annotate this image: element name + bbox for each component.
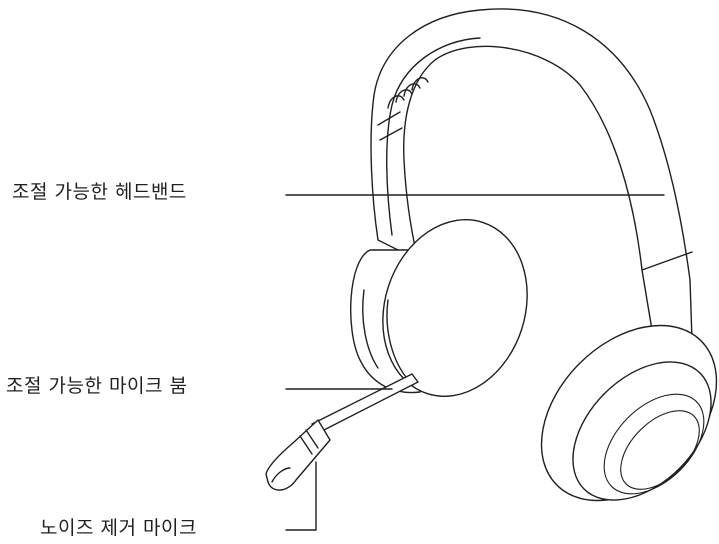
headband [370,8,693,341]
left-ear-cup [349,219,528,397]
headband-adjust-notches [387,77,429,109]
right-ear-cup [540,324,718,502]
leader-lines [285,194,665,531]
mic-boom [265,373,419,491]
noise-mic-callout: 노이즈 제거 마이크 [40,517,197,539]
mic-boom-callout: 조절 가능한 마이크 붐 [6,375,188,397]
noise-mic-leader [285,461,317,531]
headband-callout: 조절 가능한 헤드밴드 [12,181,187,203]
